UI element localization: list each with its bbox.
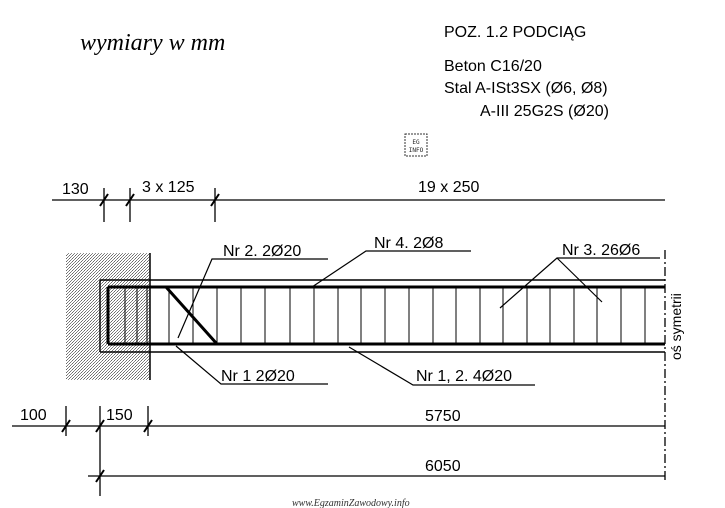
dim-top-3x125: 3 x 125 [142,179,195,196]
eg-stamp-logo: EG INFO [404,133,428,157]
footer-watermark: www.EgzaminZawodowy.info [292,498,410,508]
stirrups [124,287,646,344]
beam-outline [99,279,665,353]
position-title: POZ. 1.2 PODCIĄG [444,24,586,41]
label-nr1-2: Nr 1, 2. 4Ø20 [416,368,512,385]
svg-text:INFO: INFO [409,147,424,154]
dim-top-130: 130 [62,181,89,198]
concrete-class: Beton C16/20 [444,58,542,75]
top-dimension-chain [52,188,665,222]
label-nr1: Nr 1 2Ø20 [221,368,295,385]
dim-bottom-6050: 6050 [425,458,461,475]
dim-bottom-150: 150 [106,407,133,424]
dim-top-19x250: 19 x 250 [418,179,479,196]
leader-lines [175,250,660,386]
symmetry-axis-label: oś symetrii [668,293,684,360]
label-nr2: Nr 2. 2Ø20 [223,243,301,260]
units-note: wymiary w mm [80,30,225,56]
steel-class-line2: A-III 25G2S (Ø20) [480,103,609,120]
bottom-dimension-chains [12,406,665,496]
svg-text:EG: EG [412,139,420,146]
label-nr4: Nr 4. 2Ø8 [374,235,443,252]
dim-bottom-5750: 5750 [425,408,461,425]
label-nr3: Nr 3. 26Ø6 [562,242,640,259]
main-rebars [106,285,665,346]
dim-bottom-100: 100 [20,407,47,424]
bent-up-bar [164,285,219,346]
steel-class-line1: Stal A-ISt3SX (Ø6, Ø8) [444,80,608,97]
